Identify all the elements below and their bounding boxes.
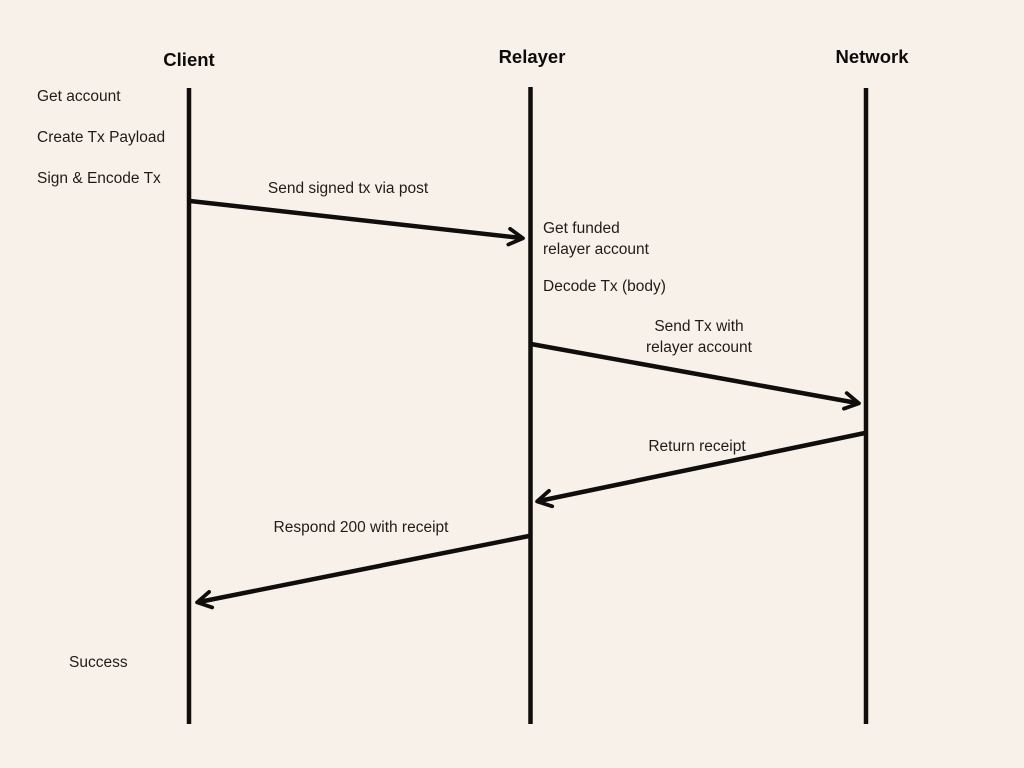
relayer-note-get-funded-line1: Get funded xyxy=(543,220,620,237)
success-label: Success xyxy=(69,654,128,671)
client-step-sign-encode-tx: Sign & Encode Tx xyxy=(37,170,161,187)
relayer-note-get-funded: Get funded relayer account xyxy=(543,218,649,260)
message-send-tx-line1: Send Tx with xyxy=(654,318,744,335)
message-send-tx-label: Send Tx with relayer account xyxy=(646,316,752,358)
relayer-note-decode-tx: Decode Tx (body) xyxy=(543,278,666,295)
message-respond-200-label: Respond 200 with receipt xyxy=(273,519,449,536)
client-step-create-tx-payload: Create Tx Payload xyxy=(37,129,166,146)
actor-client-label: Client xyxy=(163,49,215,70)
message-send-signed-tx-label: Send signed tx via post xyxy=(267,180,429,197)
arrow-send-tx-relayer-account xyxy=(530,341,861,411)
arrow-return-receipt xyxy=(535,430,866,509)
relayer-note-get-funded-line2: relayer account xyxy=(543,241,649,258)
message-send-tx-line2: relayer account xyxy=(646,339,752,356)
actor-relayer-label: Relayer xyxy=(498,46,566,67)
actor-network-label: Network xyxy=(835,46,909,67)
message-return-receipt-label: Return receipt xyxy=(648,438,746,455)
client-step-get-account: Get account xyxy=(37,88,121,105)
arrow-respond-200 xyxy=(195,533,530,610)
arrow-send-signed-tx xyxy=(189,198,525,247)
